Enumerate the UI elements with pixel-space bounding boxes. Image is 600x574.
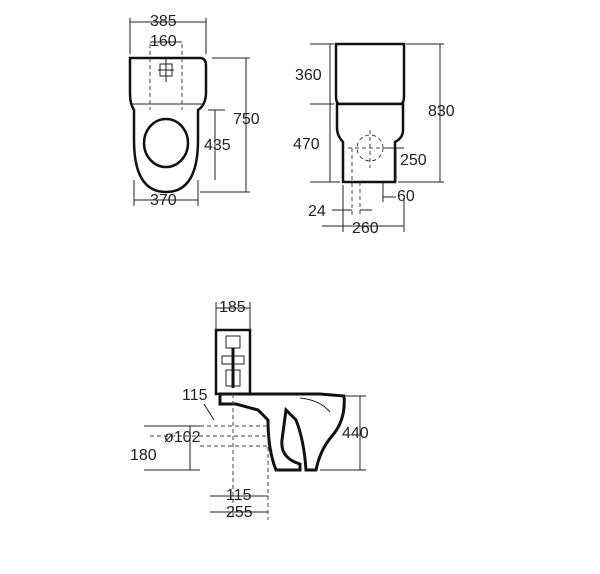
- dim-total-height: 750: [233, 111, 260, 128]
- dim-outlet-height: 250: [400, 152, 427, 169]
- dim-pipe-diameter: ø102: [164, 429, 201, 446]
- dim-dist-b: 255: [226, 504, 253, 521]
- dim-top-width: 385: [150, 13, 177, 30]
- dim-hole-spacing: 160: [150, 33, 177, 50]
- dim-pipe-height: 180: [130, 447, 157, 464]
- dim-dist-a: 115: [226, 487, 252, 504]
- bowl-outline: [335, 102, 405, 184]
- dim-bottom-width: 370: [150, 192, 177, 209]
- side-view: 360 470 830 250 60 24 260: [293, 42, 455, 237]
- section-bowl: [218, 392, 346, 472]
- section-view: 185 115 ø102 180 440 115 255: [130, 299, 369, 521]
- top-view: 385 160 750 435 370: [128, 13, 260, 209]
- cistern-outline: [334, 42, 406, 106]
- dim-outlet-width: 60: [397, 188, 415, 205]
- dim-bowl-height: 470: [293, 136, 320, 153]
- dim-seat-height: 440: [342, 425, 369, 442]
- dim-hole-height: 435: [204, 137, 231, 154]
- dim-cistern-depth: 185: [219, 299, 246, 316]
- dim-total-height-side: 830: [428, 103, 455, 120]
- dim-base-width: 260: [352, 220, 379, 237]
- dim-inlet-offset: 115: [182, 387, 208, 404]
- seat-opening: [142, 117, 190, 169]
- dim-offset: 24: [308, 203, 326, 220]
- dim-cistern-height: 360: [295, 67, 322, 84]
